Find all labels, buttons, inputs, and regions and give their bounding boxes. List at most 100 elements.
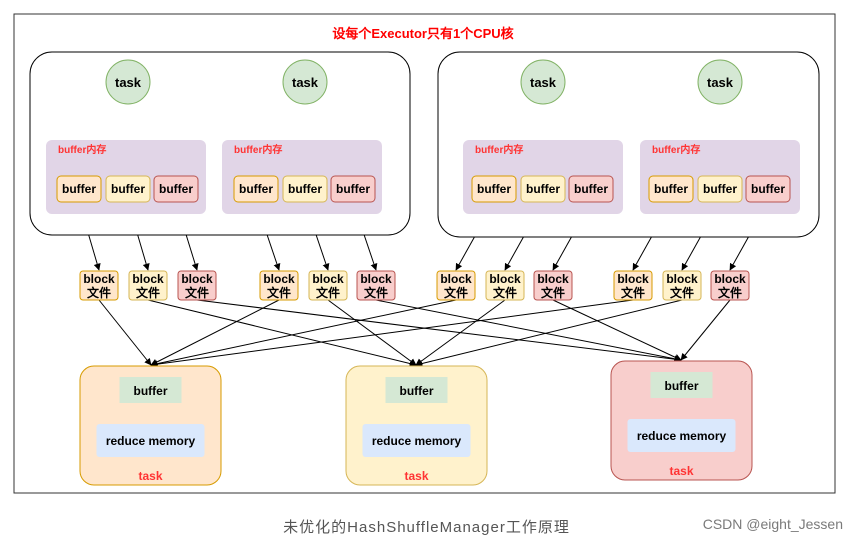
block-file-label-line1: block — [312, 272, 344, 286]
block-file-node — [79, 270, 119, 301]
map-task-node — [520, 59, 566, 105]
arrow-connector — [147, 299, 417, 367]
nodes-layer: buffer内存taskbufferblock文件bufferblock文件bu… — [29, 51, 820, 486]
block-file-label-line1: block — [617, 272, 649, 286]
buffer-node — [282, 175, 328, 203]
block-file-label-line2: 文件 — [493, 285, 517, 300]
buffer-node — [471, 175, 517, 203]
reduce-buffer-label: buffer — [134, 384, 168, 398]
buffer-node — [153, 175, 199, 203]
reduce-buffer-node — [119, 377, 182, 403]
block-file-label-line2: 文件 — [621, 285, 645, 300]
arrow-connector — [98, 299, 152, 366]
reduce-memory-label: reduce memory — [372, 434, 462, 448]
watermark-credit: CSDN @eight_Jessen — [702, 516, 843, 532]
buffer-node — [520, 175, 566, 203]
buffer-memory-label: buffer内存 — [234, 143, 282, 156]
buffer-node — [105, 175, 151, 203]
reduce-buffer-label: buffer — [400, 384, 434, 398]
arrow-connector — [327, 299, 417, 366]
block-file-node — [436, 270, 476, 301]
block-file-node — [662, 270, 702, 301]
reduce-buffer-label: buffer — [665, 379, 699, 393]
reduce-memory-label: reduce memory — [106, 434, 196, 448]
reduce-memory-node — [362, 424, 471, 457]
arrow-connector — [415, 299, 683, 367]
reduce-buffer-node — [385, 377, 448, 403]
buffer-label: buffer — [239, 182, 273, 196]
block-file-label-line2: 文件 — [87, 285, 111, 300]
buffer-label: buffer — [336, 182, 370, 196]
reduce-task-label: task — [138, 469, 162, 483]
block-file-label-line2: 文件 — [267, 285, 291, 300]
arrow-connector — [680, 299, 731, 361]
block-file-label-line2: 文件 — [316, 285, 340, 300]
block-file-label-line2: 文件 — [136, 285, 160, 300]
block-file-label-line1: block — [360, 272, 392, 286]
block-file-node — [356, 270, 396, 301]
reduce-memory-label: reduce memory — [637, 429, 727, 443]
block-file-label-line1: block — [666, 272, 698, 286]
buffer-label: buffer — [526, 182, 560, 196]
map-task-node — [282, 59, 328, 105]
diagram-title: 设每个Executor只有1个CPU核 — [332, 26, 513, 41]
buffer-node — [745, 175, 791, 203]
block-file-label-line1: block — [132, 272, 164, 286]
block-file-label-line2: 文件 — [185, 285, 209, 300]
reduce-task-label: task — [404, 469, 428, 483]
arrow-connector — [375, 299, 682, 363]
block-file-label-line1: block — [440, 272, 472, 286]
block-file-label-line2: 文件 — [541, 285, 565, 300]
reduce-memory-node — [627, 419, 736, 452]
block-file-label-line1: block — [83, 272, 115, 286]
arrow-connector — [150, 299, 634, 368]
buffer-label: buffer — [574, 182, 608, 196]
buffer-label: buffer — [477, 182, 511, 196]
block-file-node — [128, 270, 168, 301]
block-file-label-line1: block — [181, 272, 213, 286]
map-task-node — [697, 59, 743, 105]
buffer-node — [233, 175, 279, 203]
buffer-node — [568, 175, 614, 203]
buffer-label: buffer — [62, 182, 96, 196]
reduce-task-label: task — [669, 464, 693, 478]
map-task-label: task — [707, 75, 734, 90]
buffer-memory-label: buffer内存 — [58, 143, 106, 156]
block-file-label-line2: 文件 — [718, 285, 742, 300]
map-task-label: task — [292, 75, 319, 90]
buffer-memory-label: buffer内存 — [652, 143, 700, 156]
buffer-memory-label: buffer内存 — [475, 143, 523, 156]
buffer-node — [56, 175, 102, 203]
block-file-node — [177, 270, 217, 301]
buffer-label: buffer — [703, 182, 737, 196]
block-file-label-line1: block — [263, 272, 295, 286]
buffer-label: buffer — [159, 182, 193, 196]
block-file-node — [485, 270, 525, 301]
arrow-connector — [150, 299, 280, 366]
arrow-connector — [150, 299, 457, 368]
block-file-node — [533, 270, 573, 301]
buffer-label: buffer — [751, 182, 785, 196]
buffer-label: buffer — [111, 182, 145, 196]
block-file-label-line2: 文件 — [364, 285, 388, 300]
block-file-label-line1: block — [489, 272, 521, 286]
block-file-label-line1: block — [537, 272, 569, 286]
block-file-node — [613, 270, 653, 301]
block-file-node — [259, 270, 299, 301]
map-task-node — [105, 59, 151, 105]
map-task-label: task — [530, 75, 557, 90]
block-file-node — [308, 270, 348, 301]
buffer-node — [330, 175, 376, 203]
buffer-node — [697, 175, 743, 203]
reduce-buffer-node — [650, 372, 713, 398]
figure-caption: 未优化的HashShuffleManager工作原理 — [283, 519, 570, 536]
block-file-node — [710, 270, 750, 301]
map-task-label: task — [115, 75, 142, 90]
buffer-label: buffer — [288, 182, 322, 196]
arrow-connector — [415, 299, 506, 366]
buffer-label: buffer — [654, 182, 688, 196]
arrow-connector — [196, 299, 682, 363]
arrow-connector — [552, 299, 682, 361]
reduce-memory-node — [96, 424, 205, 457]
